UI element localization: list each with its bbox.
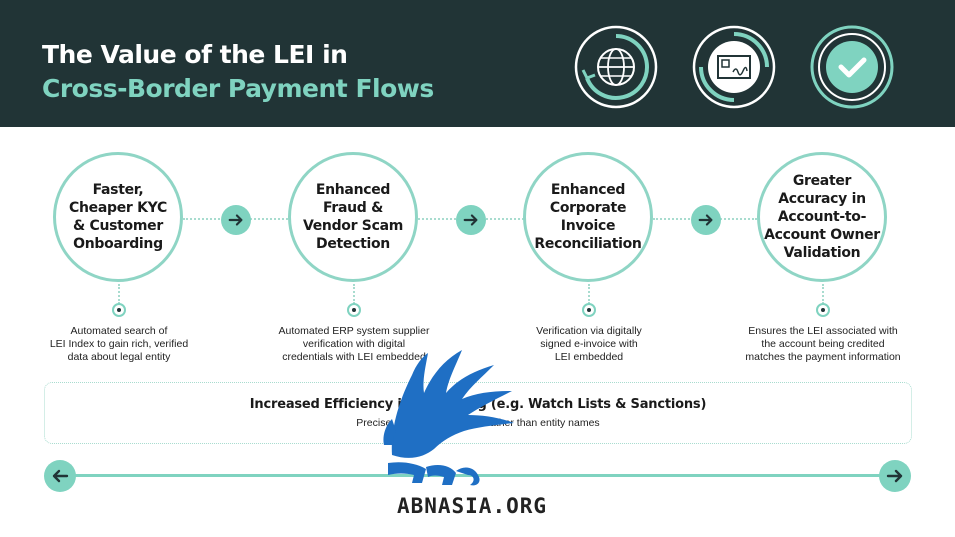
watermark-text: ABNASIA.ORG: [396, 494, 548, 518]
arrow-right-icon: [221, 205, 251, 235]
step-connector: [822, 284, 824, 304]
watermark-griffin-logo: [382, 335, 527, 490]
step-title: Enhanced Fraud & Vendor Scam Detection: [302, 182, 404, 252]
arrow-left-icon: [44, 460, 76, 492]
step-description: Automated search of LEI Index to gain ri…: [49, 325, 189, 363]
step-connector: [353, 284, 355, 304]
arrow-right-icon: [691, 205, 721, 235]
step-description: Ensures the LEI associated with the acco…: [745, 325, 901, 363]
checkmark-icon: [809, 24, 895, 110]
step-circle-invoice: Enhanced Corporate Invoice Reconciliatio…: [523, 152, 653, 282]
step-node: [347, 303, 361, 317]
step-connector: [588, 284, 590, 304]
globe-icon: [573, 24, 659, 110]
step-description: Verification via digitally signed e-invo…: [536, 325, 642, 363]
header-banner: The Value of the LEI in Cross-Border Pay…: [0, 0, 955, 127]
arrow-right-icon: [879, 460, 911, 492]
step-title: Faster, Cheaper KYC & Customer Onboardin…: [69, 182, 167, 252]
step-node: [112, 303, 126, 317]
step-title: Greater Accuracy in Account-to- Account …: [764, 173, 880, 261]
step-node: [816, 303, 830, 317]
step-description: Automated ERP system supplier verificati…: [278, 325, 430, 363]
page-title-line2: Cross-Border Payment Flows: [42, 74, 434, 103]
step-circle-fraud: Enhanced Fraud & Vendor Scam Detection: [288, 152, 418, 282]
step-circle-validation: Greater Accuracy in Account-to- Account …: [757, 152, 887, 282]
step-title: Enhanced Corporate Invoice Reconciliatio…: [534, 182, 642, 252]
step-node: [582, 303, 596, 317]
arrow-right-icon: [456, 205, 486, 235]
page-title-line1: The Value of the LEI in: [42, 40, 348, 69]
step-circle-kyc: Faster, Cheaper KYC & Customer Onboardin…: [53, 152, 183, 282]
step-connector: [118, 284, 120, 304]
certificate-icon: [691, 24, 777, 110]
